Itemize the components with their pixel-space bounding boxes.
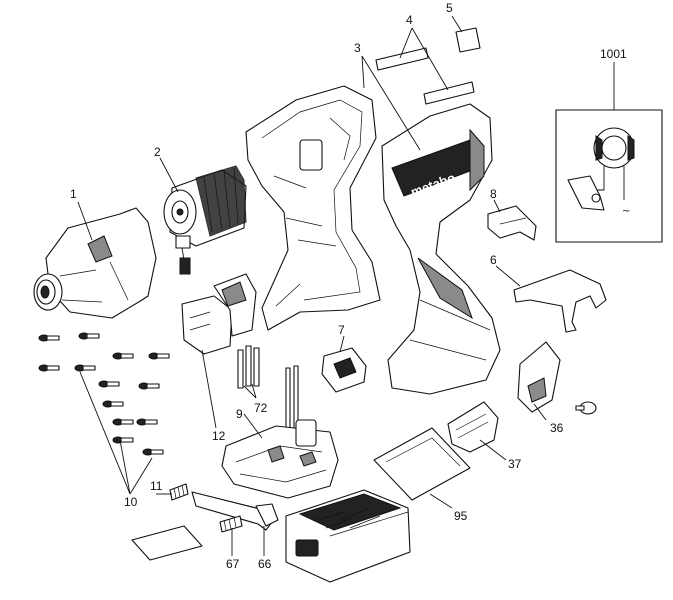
callout-4: 4 [406, 13, 413, 27]
callout-10: 10 [124, 495, 138, 509]
callout-9: 9 [236, 407, 243, 421]
callout-66: 66 [258, 557, 272, 571]
part-12-trigger-switch [181, 273, 257, 355]
callout-7: 7 [338, 323, 345, 337]
battery-pack [285, 489, 411, 583]
part-1001-wiring-inset: ~ [555, 109, 663, 243]
part-10-screws [38, 332, 170, 456]
part-5-small-label [455, 27, 481, 53]
part-4-label-strips [375, 47, 475, 105]
callout-36: 36 [550, 421, 564, 435]
callout-37: 37 [508, 457, 522, 471]
part-11-spring [169, 483, 189, 501]
part-3-housing-left [245, 85, 381, 331]
part-11-plate [131, 525, 203, 561]
part-3-housing-right: metabo [381, 103, 501, 395]
part-9-pcb [221, 419, 339, 499]
svg-text:~: ~ [622, 206, 630, 217]
part-66-latch [191, 491, 279, 531]
callout-95: 95 [454, 509, 468, 523]
part-37-holder [447, 401, 499, 453]
part-95-plate [373, 427, 471, 501]
callout-67: 67 [226, 557, 240, 571]
callout-8: 8 [490, 187, 497, 201]
callout-72: 72 [254, 401, 268, 415]
part-67-spring [219, 515, 243, 533]
part-7-switch [321, 347, 367, 393]
callout-12: 12 [212, 429, 226, 443]
part-36-screw [575, 401, 597, 415]
part-6-bracket [513, 269, 607, 333]
callout-numbers: 1 2 3 4 5 1001 8 6 7 72 12 9 36 37 11 10… [70, 1, 627, 571]
part-1-gear-housing [33, 207, 157, 319]
callout-1: 1 [70, 187, 77, 201]
callout-3: 3 [354, 41, 361, 55]
callout-11: 11 [150, 479, 163, 493]
part-8-slider [487, 205, 537, 241]
callout-5: 5 [446, 1, 453, 15]
part-36-bit-holder [517, 341, 561, 413]
callout-6: 6 [490, 253, 497, 267]
leader-lines [77, 15, 615, 556]
part-72-pins [237, 345, 299, 439]
callout-2: 2 [154, 145, 161, 159]
callout-1001: 1001 [600, 47, 627, 61]
part-2-motor [163, 165, 247, 275]
